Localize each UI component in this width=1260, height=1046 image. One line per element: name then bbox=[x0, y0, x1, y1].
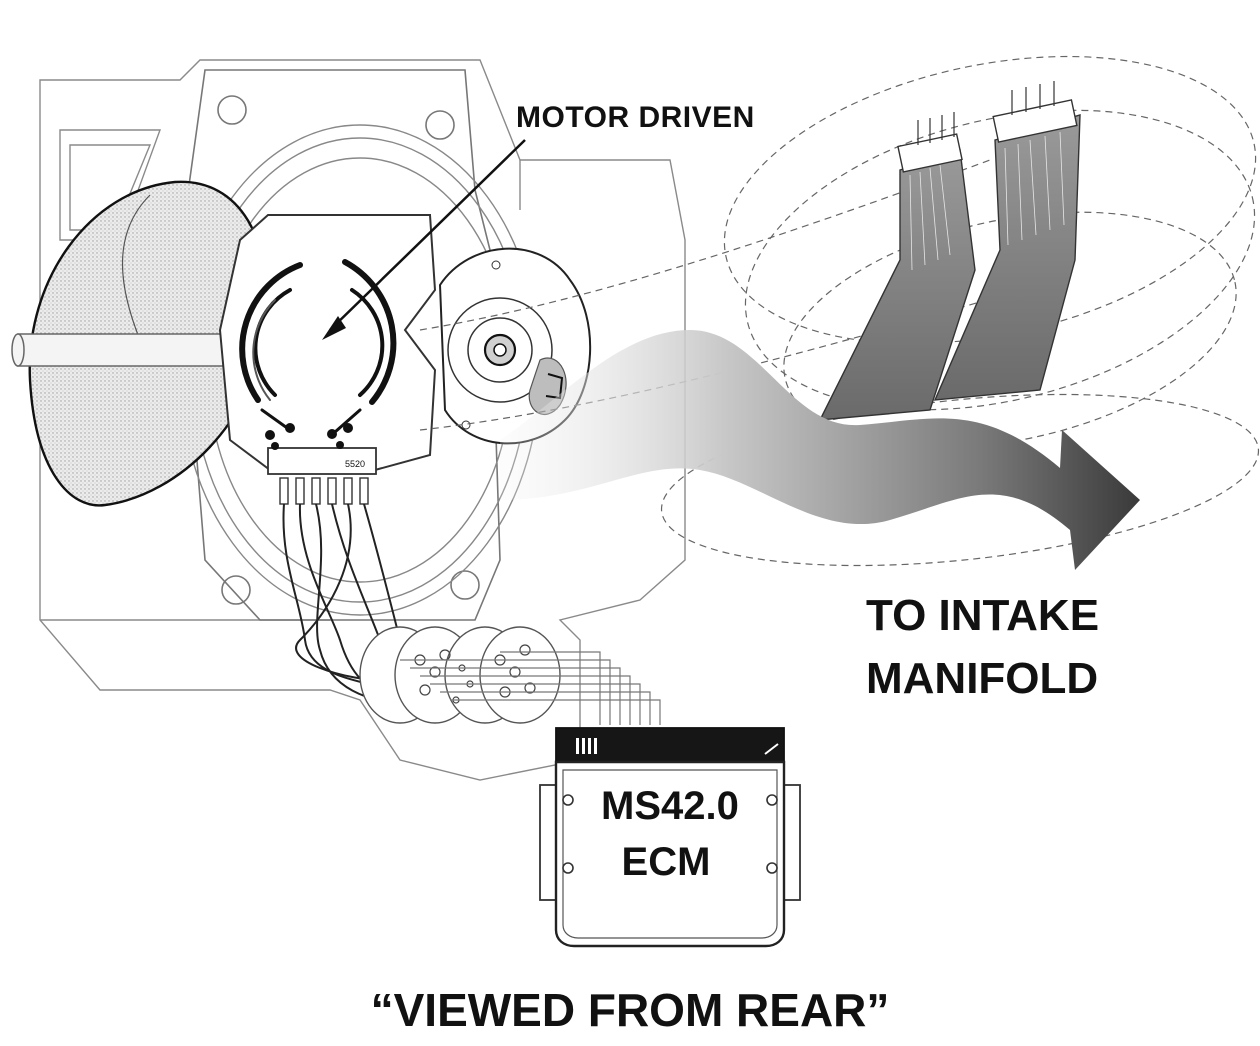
intake-label-line2: MANIFOLD bbox=[866, 654, 1099, 703]
harness-connectors bbox=[359, 626, 561, 724]
ribbon-cables bbox=[818, 81, 1081, 421]
ecm-label-line1: MS42.0 bbox=[601, 784, 739, 828]
motor-gear bbox=[438, 247, 592, 445]
motor-driven-pointer bbox=[322, 139, 526, 340]
resistive-tracks bbox=[239, 259, 397, 434]
view-caption: “VIEWED FROM REAR” bbox=[370, 984, 890, 1036]
track-contacts bbox=[265, 423, 353, 450]
airflow-arrow bbox=[500, 330, 1140, 570]
ecm-module bbox=[539, 727, 801, 948]
motor-driven-label: MOTOR DRIVEN bbox=[516, 101, 755, 134]
connector-pins bbox=[279, 477, 369, 505]
ecm-label-line2: ECM bbox=[621, 840, 711, 884]
intake-label-line1: TO INTAKE bbox=[866, 591, 1100, 640]
ecm-harness-wires bbox=[400, 651, 661, 725]
svg-text:5520: 5520 bbox=[345, 459, 365, 469]
